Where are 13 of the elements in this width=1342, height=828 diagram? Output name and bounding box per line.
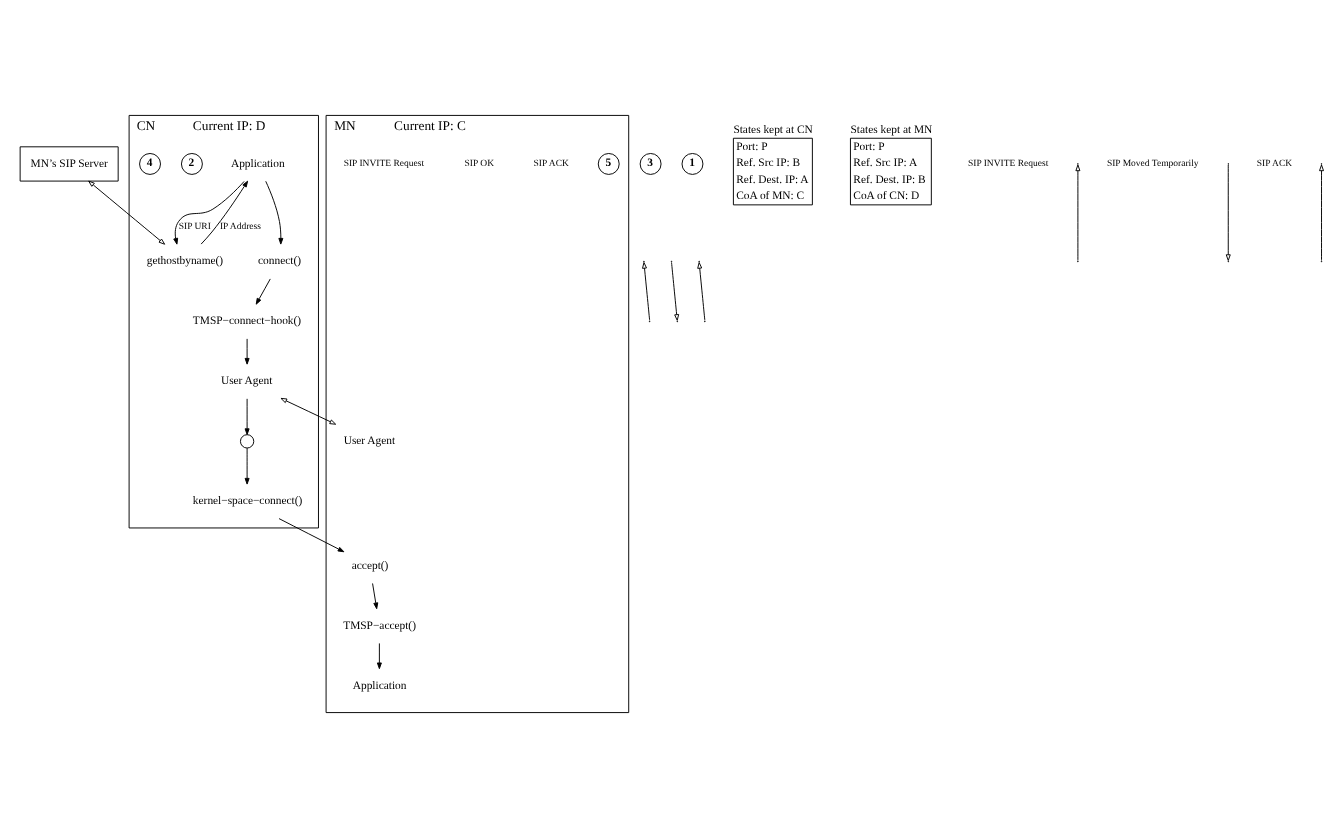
arrow <box>244 447 250 485</box>
arrow <box>372 583 379 610</box>
arrow <box>278 518 345 553</box>
arrow <box>255 278 271 305</box>
arrow <box>244 338 250 365</box>
node-circle <box>239 434 255 449</box>
arrow <box>376 642 382 670</box>
arrow <box>265 180 284 245</box>
arrow <box>173 180 245 245</box>
arrow <box>280 397 337 425</box>
arrow <box>200 180 249 245</box>
arrow <box>244 398 250 435</box>
arrow <box>88 180 166 245</box>
